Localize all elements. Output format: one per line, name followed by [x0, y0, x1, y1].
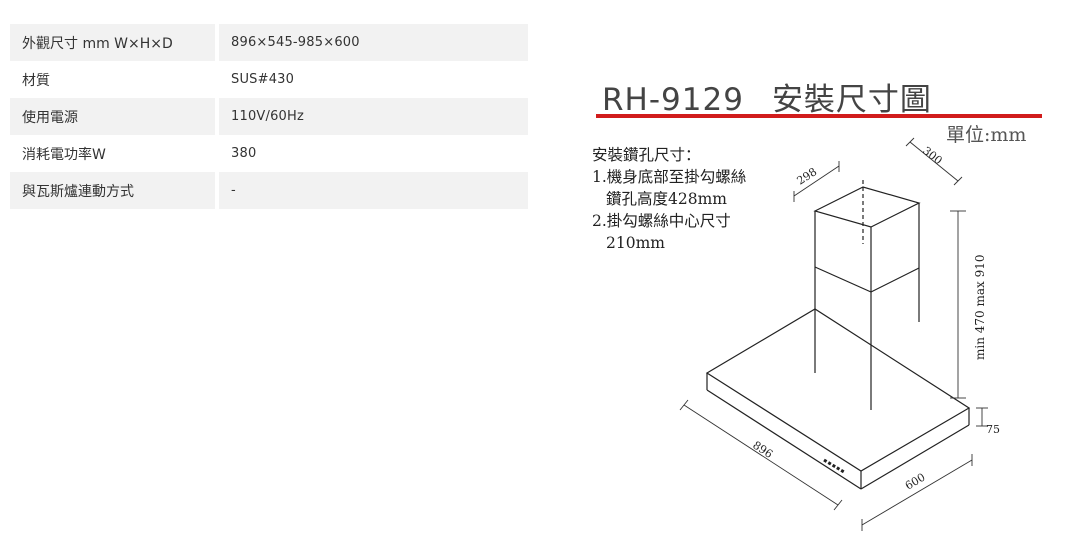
dim-chimney-depth: 300: [920, 144, 945, 167]
model-number: RH-9129: [602, 82, 744, 118]
spec-value: -: [219, 172, 528, 209]
spec-row-wattage: 消耗電功率W 380: [10, 135, 528, 172]
dim-depth: 600: [903, 471, 928, 493]
spec-row-stove-link: 與瓦斯爐連動方式 -: [10, 172, 528, 209]
title-underline: [596, 114, 1042, 118]
range-hood-line-drawing: 298 300 min 470 max 910 75 896 600: [679, 137, 1000, 531]
spec-value: 110V/60Hz: [219, 98, 528, 135]
drawing-title-text: 安裝尺寸圖: [771, 82, 932, 118]
drilling-notes: 安裝鑽孔尺寸： 1.機身底部至掛勾螺絲 鑽孔高度428mm 2.掛勾螺絲中心尺寸…: [592, 144, 746, 254]
notes-heading: 安裝鑽孔尺寸：: [592, 146, 701, 164]
dim-thickness: 75: [986, 423, 1000, 436]
spec-label: 外觀尺寸 mm W×H×D: [10, 24, 215, 61]
unit-label: 單位:mm: [946, 124, 1027, 146]
spec-value: SUS#430: [231, 72, 295, 87]
notes-item-1: 1.機身底部至掛勾螺絲: [592, 168, 747, 186]
notes-item-2-detail: 210mm: [606, 234, 665, 252]
hood-outline: [705, 180, 971, 490]
spec-table: 外觀尺寸 mm W×H×D 896×545-985×600 材質 SUS#430…: [10, 24, 528, 209]
dim-chimney-width: 298: [795, 165, 820, 187]
installation-drawing: RH-9129 安裝尺寸圖 單位:mm 安裝鑽孔尺寸： 1.機身底部至掛勾螺絲 鑽…: [570, 60, 1060, 545]
drawing-title: RH-9129 安裝尺寸圖: [602, 74, 932, 119]
notes-item-2: 2.掛勾螺絲中心尺寸: [592, 212, 731, 230]
notes-item-1-detail: 鑽孔高度428mm: [606, 190, 727, 208]
spec-label: 使用電源: [10, 98, 215, 135]
spec-row-power-supply: 使用電源 110V/60Hz: [10, 98, 528, 135]
dim-width: 896: [750, 439, 775, 461]
spec-row-size: 外觀尺寸 mm W×H×D 896×545-985×600: [10, 24, 528, 61]
dimension-lines: [679, 137, 988, 531]
spec-label: 與瓦斯爐連動方式: [10, 172, 215, 209]
spec-row-material: 材質 SUS#430: [10, 61, 528, 98]
spec-label: 材質: [22, 72, 50, 89]
spec-value: 380: [231, 146, 257, 161]
dim-height-range: min 470 max 910: [973, 255, 987, 361]
spec-label: 消耗電功率W: [22, 146, 106, 163]
spec-value: 896×545-985×600: [219, 24, 528, 61]
